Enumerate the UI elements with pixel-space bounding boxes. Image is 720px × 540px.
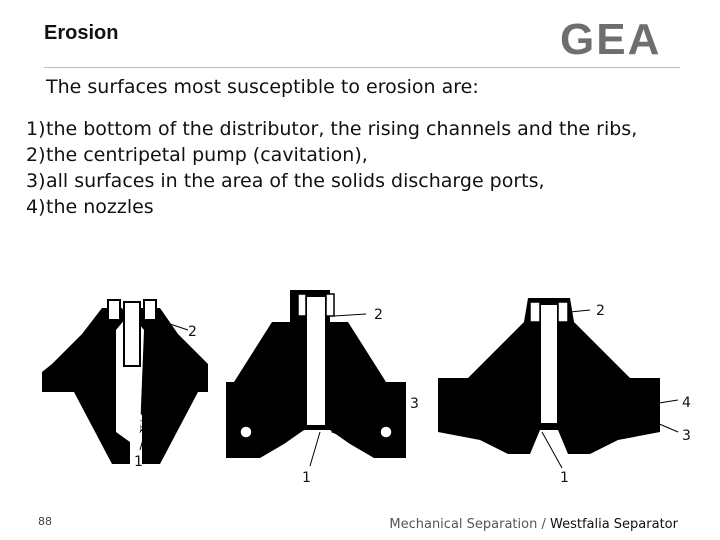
list-item: 1)the bottom of the distributor, the ris… — [26, 116, 686, 142]
list-item-number: 4) — [26, 196, 46, 218]
gea-logo: GEA — [560, 16, 661, 60]
callout-label: 3 — [682, 428, 691, 444]
separator-drawing-right: 2 4 3 1 — [438, 298, 691, 486]
callout-label: 1 — [560, 470, 569, 486]
callout-label: 3 — [410, 396, 419, 412]
list-item-text: the nozzles — [46, 196, 154, 218]
separator-drawing-middle: 2 3 1 — [226, 290, 419, 486]
callout-label: 1 — [134, 454, 143, 470]
footer-brand: Westfalia Separator — [549, 517, 678, 532]
callout-label: 1 — [302, 470, 311, 486]
list-item-text: the centripetal pump (cavitation), — [46, 144, 368, 166]
list-item-number: 1) — [26, 118, 46, 140]
separator-drawings: 2 1 2 3 1 2 4 3 1 — [42, 290, 691, 486]
separator-drawing-left: 2 1 — [42, 299, 208, 470]
title-divider — [44, 67, 680, 68]
callout-label: 2 — [374, 307, 383, 323]
list-item: 3)all surfaces in the area of the solids… — [26, 168, 686, 194]
callout-label: 2 — [596, 303, 605, 319]
erosion-list: 1)the bottom of the distributor, the ris… — [26, 116, 686, 220]
page-number: 88 — [38, 515, 52, 528]
list-item: 4)the nozzles — [26, 194, 686, 220]
intro-text: The surfaces most susceptible to erosion… — [46, 76, 479, 98]
callout-label: 2 — [188, 324, 197, 340]
footer-section: Mechanical Separation / — [389, 517, 550, 532]
list-item-text: the bottom of the distributor, the risin… — [46, 118, 638, 140]
slide-title: Erosion — [44, 22, 119, 44]
list-item-number: 3) — [26, 170, 46, 192]
logo-text: GEA — [560, 16, 661, 60]
list-item-text: all surfaces in the area of the solids d… — [46, 170, 545, 192]
callout-label: 4 — [682, 395, 691, 411]
list-item-number: 2) — [26, 144, 46, 166]
footer-text: Mechanical Separation / Westfalia Separa… — [389, 517, 678, 532]
list-item: 2)the centripetal pump (cavitation), — [26, 142, 686, 168]
